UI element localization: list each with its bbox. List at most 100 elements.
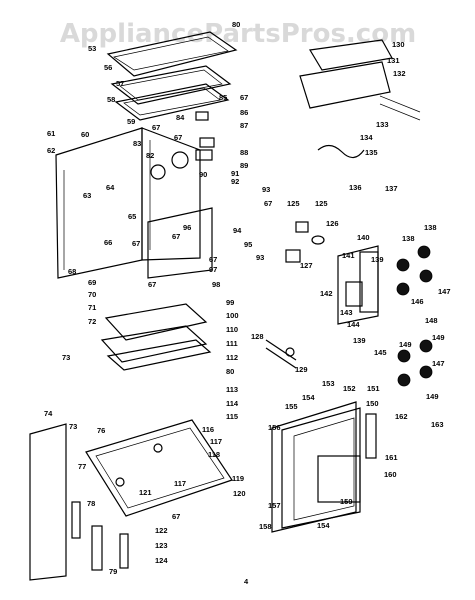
callout-80b: 80	[226, 367, 234, 376]
callout-67e: 67	[172, 232, 180, 241]
callout-150: 150	[366, 399, 379, 408]
callout-159: 159	[340, 497, 353, 506]
callout-143: 143	[340, 308, 353, 317]
control-panel-assembly	[285, 221, 379, 325]
callout-114: 114	[226, 399, 239, 408]
oven-door-assembly	[271, 401, 377, 533]
callout-125b: 125	[315, 199, 328, 208]
callout-98: 98	[212, 280, 220, 289]
callout-125a: 125	[287, 199, 300, 208]
callout-145: 145	[374, 348, 387, 357]
callout-117b: 117	[174, 479, 186, 488]
callout-80a: 80	[232, 20, 240, 29]
callout-63: 63	[83, 191, 91, 200]
callout-160: 160	[384, 470, 397, 479]
callout-116: 116	[202, 425, 214, 434]
callout-113: 113	[226, 385, 238, 394]
callout-84: 84	[176, 113, 185, 122]
callout-142: 142	[320, 289, 333, 298]
control-knobs	[396, 245, 433, 387]
callout-96: 96	[183, 223, 191, 232]
callout-97: 97	[209, 265, 217, 274]
callout-147b: 147	[432, 359, 445, 368]
callout-67b: 67	[152, 123, 160, 132]
callout-139b: 139	[353, 336, 366, 345]
callout-163: 163	[431, 420, 444, 429]
callout-91: 91	[231, 169, 239, 178]
callout-122: 122	[155, 526, 168, 535]
callout-148: 148	[425, 316, 438, 325]
callout-161: 161	[385, 453, 398, 462]
callout-71: 71	[88, 303, 96, 312]
storage-drawer	[85, 419, 233, 517]
callout-147: 147	[438, 287, 451, 296]
callout-56: 56	[104, 63, 112, 72]
callout-61: 61	[47, 129, 55, 138]
callout-119: 119	[232, 474, 244, 483]
callout-70: 70	[88, 290, 96, 299]
callout-72: 72	[88, 317, 96, 326]
burner-valves	[265, 339, 297, 369]
callout-129: 129	[295, 365, 308, 374]
callout-138b: 138	[424, 223, 437, 232]
cooktop-frame	[110, 65, 232, 105]
callout-67h: 67	[148, 280, 156, 289]
callout-93b: 93	[256, 253, 264, 262]
callout-65: 65	[128, 212, 136, 221]
callout-94: 94	[233, 226, 242, 235]
callout-131: 131	[387, 56, 400, 65]
callout-128: 128	[251, 332, 264, 341]
callout-141: 141	[342, 251, 355, 260]
callout-78: 78	[87, 499, 95, 508]
callout-151: 151	[367, 384, 380, 393]
callout-120: 120	[233, 489, 246, 498]
callout-123: 123	[155, 541, 168, 550]
callout-133: 133	[376, 120, 389, 129]
callout-87: 87	[240, 121, 248, 130]
control-components	[150, 111, 215, 180]
callout-68: 68	[68, 267, 76, 276]
callout-124: 124	[155, 556, 168, 565]
cooktop-lid	[106, 31, 238, 77]
callout-154b: 154	[317, 521, 330, 530]
callout-117a: 117	[210, 437, 222, 446]
broiler-drawer	[299, 39, 421, 159]
callout-85: 85	[219, 93, 227, 102]
callout-73a: 73	[62, 353, 70, 362]
callout-67c: 67	[174, 133, 182, 142]
range-cabinet-body	[55, 127, 201, 279]
footer-mark: 4	[244, 577, 249, 586]
callout-158: 158	[259, 522, 272, 531]
callout-67a: 67	[240, 93, 248, 102]
oven-side-panel	[147, 207, 213, 279]
callout-67d: 67	[264, 199, 272, 208]
callout-149a: 149	[399, 340, 412, 349]
callout-77: 77	[78, 462, 86, 471]
callout-100: 100	[226, 311, 239, 320]
callout-82: 82	[146, 151, 154, 160]
callout-140: 140	[357, 233, 370, 242]
callout-155: 155	[285, 402, 298, 411]
callout-136: 136	[349, 183, 362, 192]
cooktop-pan	[114, 83, 230, 121]
callout-67f: 67	[132, 239, 140, 248]
callout-60: 60	[81, 130, 89, 139]
callout-95: 95	[244, 240, 252, 249]
callout-153: 153	[322, 379, 335, 388]
kick-panel	[29, 423, 129, 581]
callout-149c: 149	[426, 392, 439, 401]
callout-64: 64	[106, 183, 115, 192]
callout-58: 58	[107, 95, 115, 104]
callout-132: 132	[393, 69, 406, 78]
callout-66: 66	[104, 238, 112, 247]
callout-135: 135	[365, 148, 378, 157]
callout-86: 86	[240, 108, 248, 117]
callout-92: 92	[231, 177, 239, 186]
callout-121: 121	[139, 488, 152, 497]
callout-88: 88	[240, 148, 248, 157]
callout-89: 89	[240, 161, 248, 170]
callout-73b: 73	[69, 422, 77, 431]
callout-146: 146	[411, 297, 424, 306]
